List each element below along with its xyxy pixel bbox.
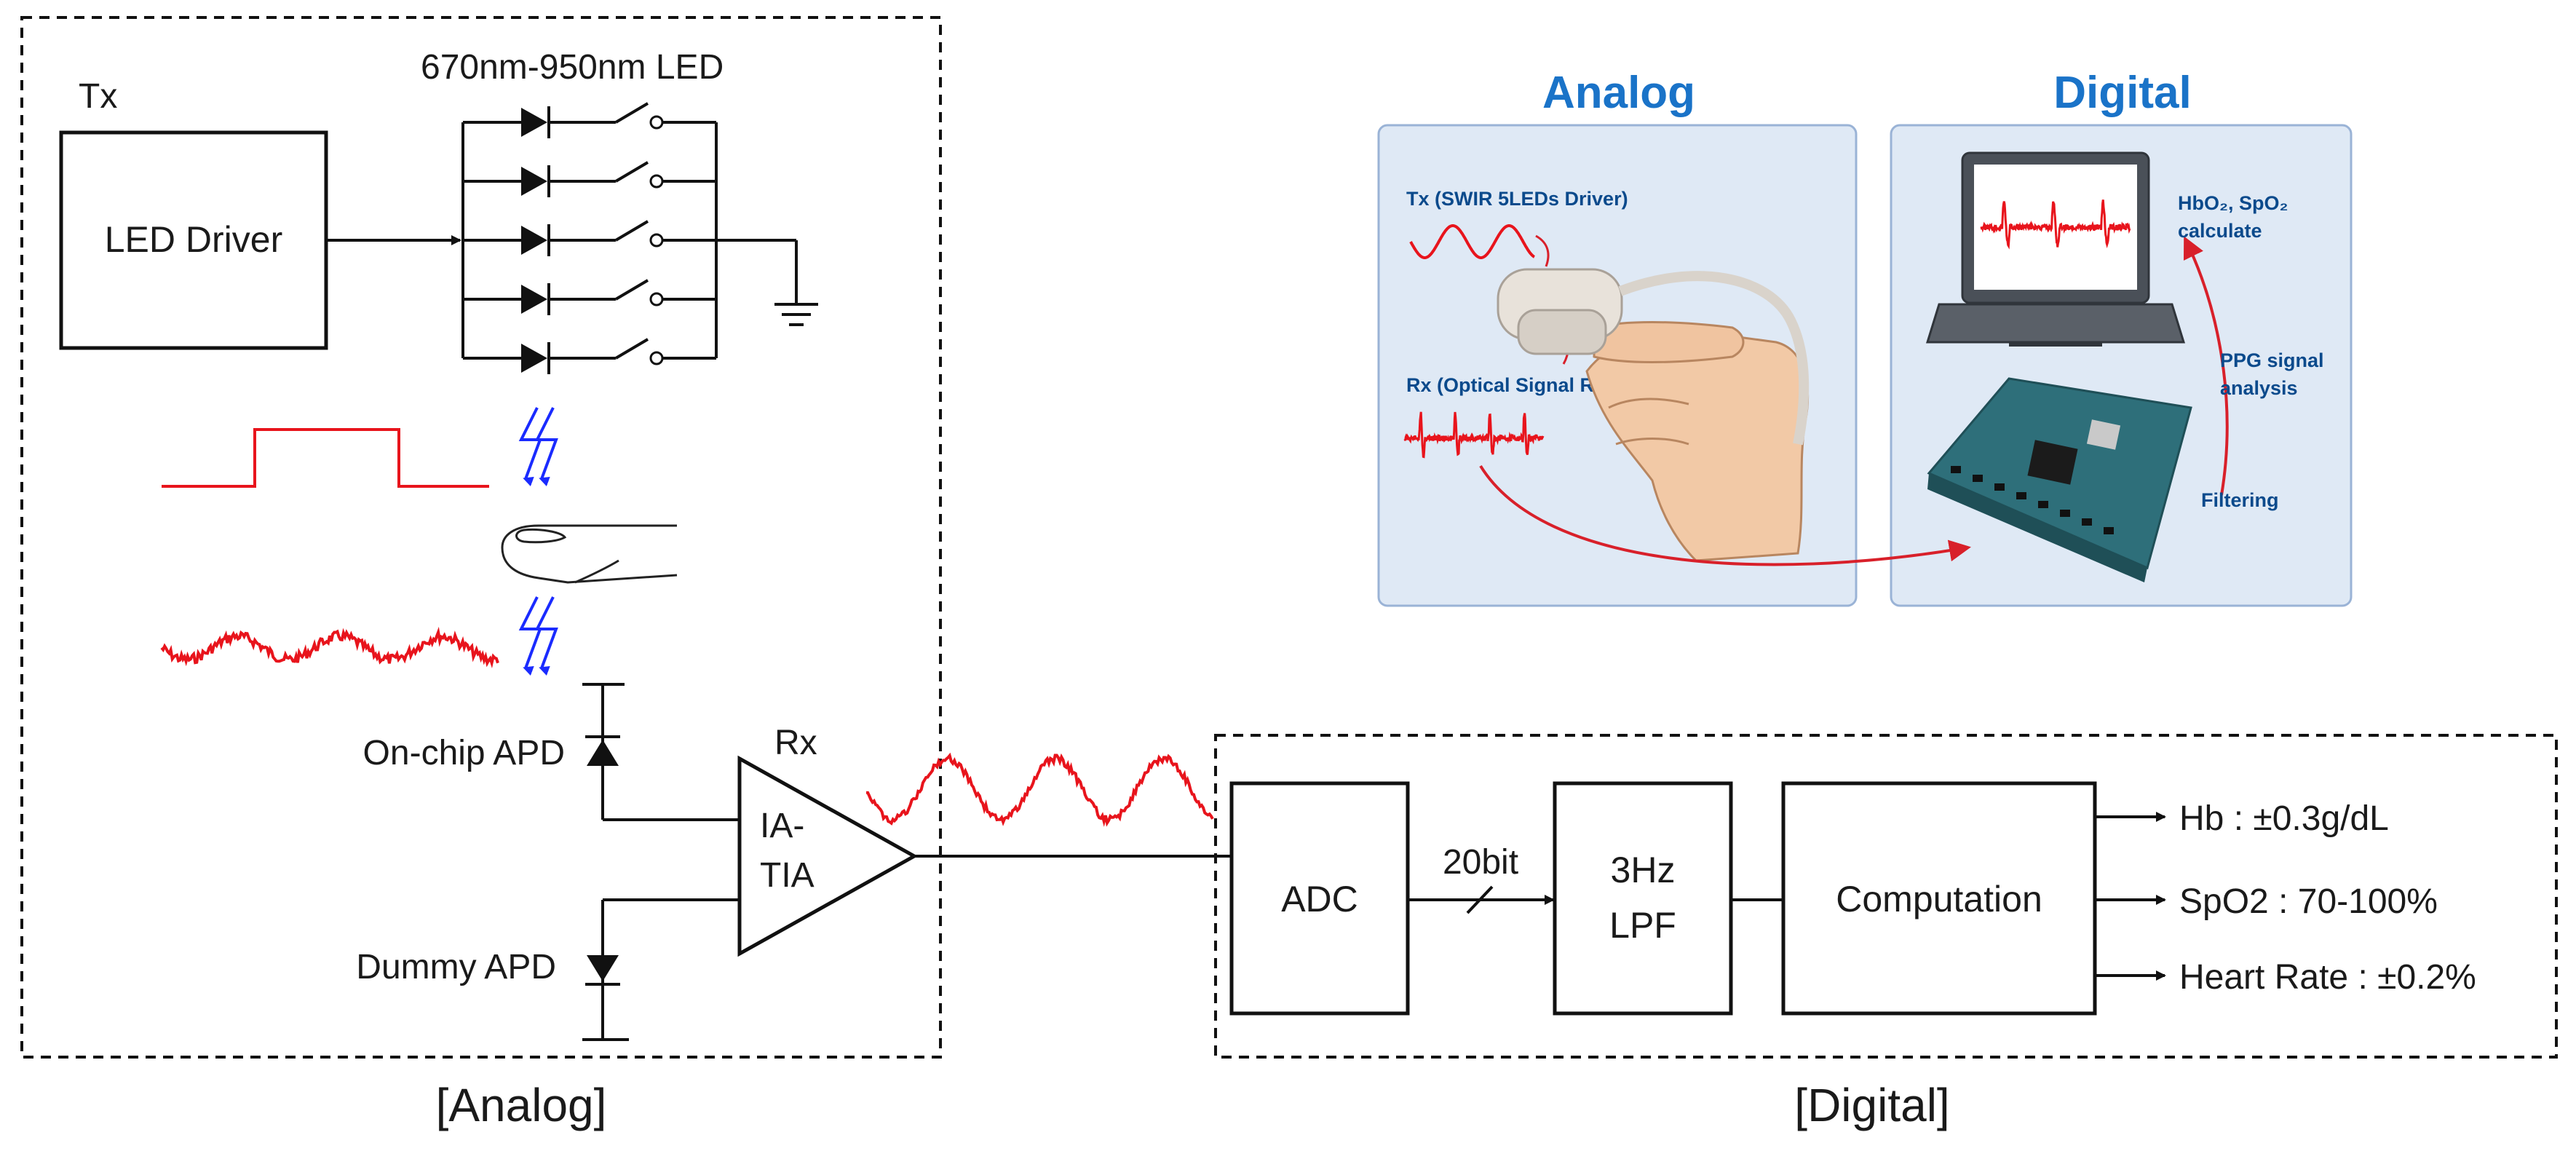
inset-rx-ppg-trace <box>1403 411 1545 459</box>
led-range-label: 670nm-950nm LED <box>421 48 724 87</box>
inset-calc-line1: HbO₂, SpO₂ <box>2178 192 2288 214</box>
light-arrow-lower <box>518 596 558 676</box>
rx-label: Rx <box>774 724 817 762</box>
inset-analog-title: Analog <box>1542 68 1695 118</box>
inset-laptop-ppg-trace <box>1980 199 2131 250</box>
inset-ppg-line1: PPG signal <box>2220 349 2324 371</box>
system-illustration-inset: Analog Digital Tx (SWIR 5LEDs Driver) Rx… <box>1377 68 2353 607</box>
led-diode-icon <box>521 226 547 255</box>
amp-label-line1: IA- <box>760 807 804 845</box>
led-array <box>463 102 716 374</box>
lpf-label-line2: LPF <box>1609 905 1676 946</box>
inset-tx-caption: Tx (SWIR 5LEDs Driver) <box>1406 188 1628 210</box>
computation-label: Computation <box>1836 879 2042 919</box>
ground-symbol <box>774 303 818 326</box>
lpf-box <box>1553 781 1733 1016</box>
inset-laptop <box>1925 151 2186 347</box>
dummy-apd-label: Dummy APD <box>356 948 556 986</box>
tx-label: Tx <box>79 77 117 116</box>
led-switch <box>614 338 649 360</box>
led-row <box>463 279 716 315</box>
inset-processing-arrow <box>2183 236 2229 496</box>
led-diode-icon <box>521 108 547 137</box>
light-arrow-upper <box>518 407 558 487</box>
led-diode-icon <box>521 344 547 373</box>
finger-illustration <box>501 524 678 584</box>
output-spo2: SpO2 : 70-100% <box>2179 882 2438 921</box>
inset-hand-with-clip <box>1497 268 1810 562</box>
inset-tx-sine-wave <box>1409 224 1535 259</box>
pulse-signal-waveform <box>162 428 489 488</box>
dummy-apd-diode <box>587 955 619 981</box>
noisy-ppg-waveform <box>160 626 499 668</box>
led-switch <box>614 102 649 124</box>
inset-fpga-board <box>1927 377 2192 582</box>
led-switch <box>614 220 649 242</box>
inset-filtering: Filtering <box>2201 489 2279 511</box>
lpf-label-line1: 3Hz <box>1611 850 1676 890</box>
onchip-apd-diode <box>587 740 619 766</box>
onchip-apd-label: On-chip APD <box>363 734 565 772</box>
analog-section-label: [Analog] <box>436 1079 607 1131</box>
analog-region-border <box>20 16 942 1059</box>
amp-label-line2: TIA <box>760 856 815 895</box>
adc-label: ADC <box>1281 879 1358 919</box>
ia-tia-amplifier <box>737 755 919 957</box>
led-driver-label: LED Driver <box>105 219 282 260</box>
led-switch <box>614 279 649 301</box>
led-diode-icon <box>521 285 547 314</box>
led-diode-icon <box>521 167 547 196</box>
led-row <box>463 338 716 374</box>
digital-region-border <box>1214 734 2558 1059</box>
output-hb: Hb : ±0.3g/dL <box>2179 799 2389 838</box>
led-switch <box>614 161 649 183</box>
inset-signal-flow-arrow <box>1479 464 1971 566</box>
led-row <box>463 102 716 138</box>
output-heart-rate: Heart Rate : ±0.2% <box>2179 958 2476 997</box>
inset-red-arrow-tx <box>1535 234 1550 267</box>
led-row <box>463 161 716 197</box>
led-row <box>463 220 716 256</box>
bus-width-label: 20bit <box>1443 843 1518 882</box>
inset-ppg-line2: analysis <box>2220 377 2298 399</box>
inset-digital-title: Digital <box>2053 68 2191 118</box>
digital-section-label: [Digital] <box>1794 1079 1949 1131</box>
inset-calc-line2: calculate <box>2178 220 2262 242</box>
amplified-signal-waveform <box>865 752 1214 827</box>
bus-slash <box>1466 885 1494 914</box>
